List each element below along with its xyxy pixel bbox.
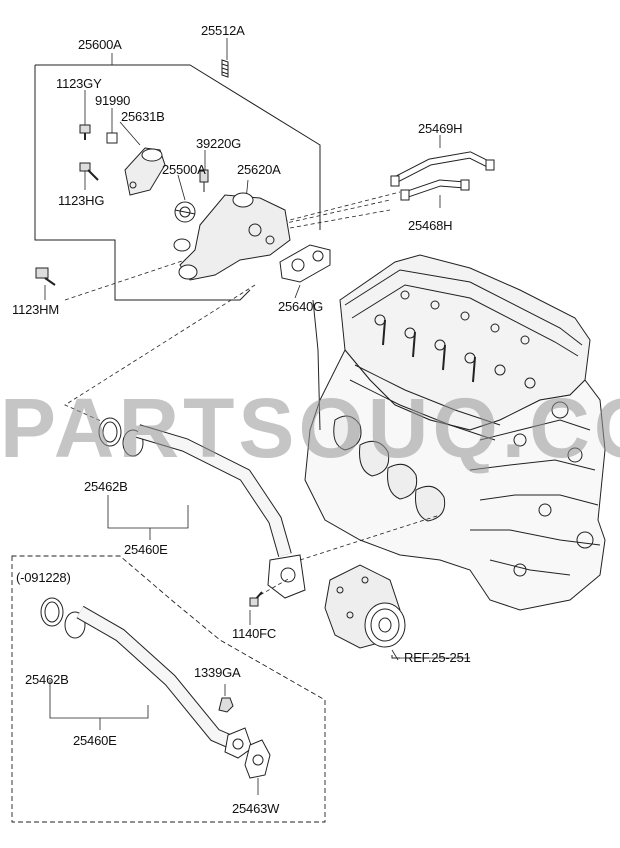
water-housing-drawing (173, 192, 291, 281)
label-25468H[interactable]: 25468H (408, 218, 453, 233)
hose-25469H-drawing (390, 151, 495, 187)
label-1339GA[interactable]: 1339GA (194, 665, 241, 680)
label-1123HG[interactable]: 1123HG (58, 193, 105, 208)
clip-91990-drawing (106, 132, 118, 144)
sensor-39220G-drawing (199, 169, 209, 192)
label-25631B[interactable]: 25631B (121, 109, 165, 124)
label-25462B-top[interactable]: 25462B (84, 479, 128, 494)
label-25512A[interactable]: 25512A (201, 23, 245, 38)
label-25460E-top[interactable]: 25460E (124, 542, 168, 557)
label-91990[interactable]: 91990 (95, 93, 131, 108)
label-25600A[interactable]: 25600A (78, 37, 122, 52)
pipe-25460E-top-drawing (122, 424, 306, 599)
o-ring-25462B-top-drawing (98, 417, 122, 447)
thermostat-drawing (174, 201, 196, 223)
engine-block-drawing (304, 254, 606, 659)
gasket-25463W-drawing (244, 739, 271, 779)
nut-1339GA-drawing (218, 697, 234, 713)
label-date-note: (-091228) (16, 570, 71, 585)
label-25469H[interactable]: 25469H (418, 121, 463, 136)
bolt-1123HM-drawing (35, 267, 56, 286)
variant-dashed-box (11, 555, 326, 823)
label-1123HM[interactable]: 1123HM (12, 302, 59, 317)
bolt-1123GY-drawing (79, 124, 91, 140)
housing-group-box (34, 64, 321, 301)
label-25462B-bottom[interactable]: 25462B (25, 672, 69, 687)
label-25500A[interactable]: 25500A (162, 162, 206, 177)
label-1123GY[interactable]: 1123GY (56, 76, 102, 91)
label-ref-25-251[interactable]: REF.25-251 (404, 650, 471, 665)
label-25620A[interactable]: 25620A (237, 162, 281, 177)
stud-25512A-drawing (221, 59, 229, 78)
label-39220G[interactable]: 39220G (196, 136, 242, 151)
label-25640G[interactable]: 25640G (278, 299, 324, 314)
bolt-1123HG-drawing (79, 162, 99, 181)
hose-25468H-drawing (400, 179, 470, 201)
pipe-25460E-bottom-drawing (64, 605, 253, 759)
label-25463W[interactable]: 25463W (232, 801, 280, 816)
label-25460E-bottom[interactable]: 25460E (73, 733, 117, 748)
thermostat-cover-drawing (124, 147, 166, 196)
water-pump-drawing (324, 564, 406, 649)
bolt-1140FC-drawing (249, 591, 263, 607)
label-1140FC[interactable]: 1140FC (232, 626, 277, 641)
o-ring-25462B-bottom-drawing (40, 597, 64, 627)
gasket-25640G-drawing (279, 244, 331, 283)
